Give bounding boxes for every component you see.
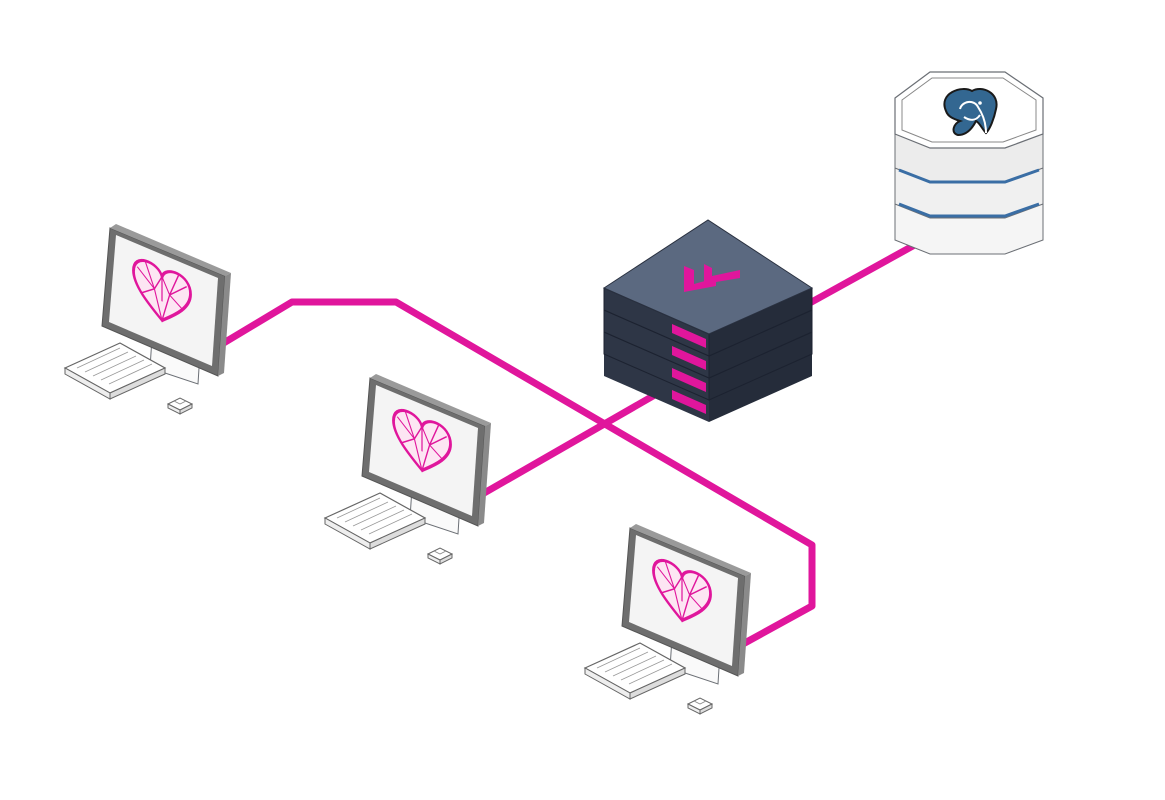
server-layer-4 bbox=[604, 354, 812, 422]
database-stripe-2 bbox=[898, 202, 1040, 218]
workstation-client-3 bbox=[584, 523, 752, 715]
server-led-4 bbox=[672, 390, 706, 414]
workstation-client-2 bbox=[324, 373, 492, 565]
link-server-database bbox=[806, 238, 922, 308]
links bbox=[210, 238, 922, 654]
server-led-2 bbox=[672, 346, 706, 370]
server-layer-2 bbox=[603, 309, 813, 379]
server-led-1 bbox=[672, 324, 706, 348]
server-led-3 bbox=[672, 368, 706, 392]
workstation-client-1 bbox=[64, 223, 232, 415]
server-layer-1 bbox=[603, 287, 813, 357]
link-client2-server bbox=[470, 388, 662, 504]
server-layer-3 bbox=[603, 331, 813, 401]
double-chevron-icon bbox=[684, 264, 740, 292]
database-stripe-1 bbox=[898, 168, 1040, 184]
database-node bbox=[894, 71, 1044, 255]
postgresql-elephant-icon bbox=[943, 88, 998, 137]
server-node bbox=[602, 219, 814, 422]
